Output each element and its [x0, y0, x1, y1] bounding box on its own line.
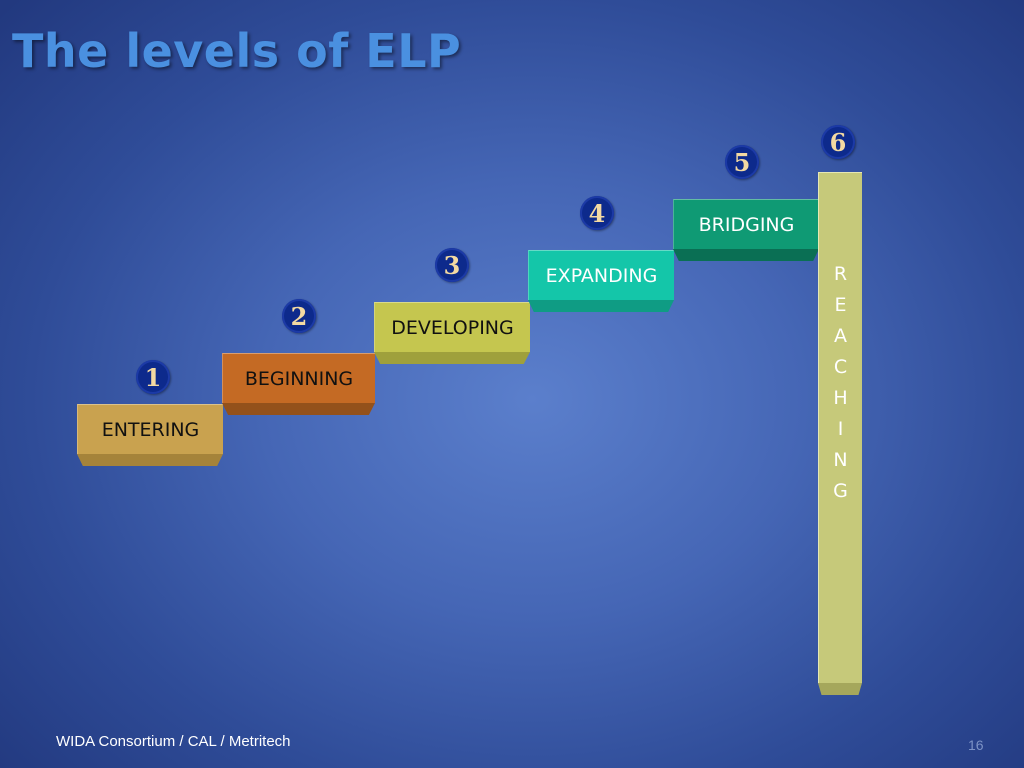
level-4-step-edge: [528, 300, 674, 312]
level-6-pillar-edge: [818, 683, 862, 695]
level-6-badge: 6: [821, 125, 855, 159]
level-2-badge: 2: [282, 299, 316, 333]
level-1-step-edge: [77, 454, 223, 466]
reaching-letter: N: [833, 449, 848, 471]
level-2-label: BEGINNING: [222, 353, 375, 403]
level-3-label: DEVELOPING: [374, 302, 530, 352]
level-4-label: EXPANDING: [528, 250, 674, 300]
level-4-badge: 4: [580, 196, 614, 230]
level-5-step: BRIDGING: [673, 199, 819, 261]
page-title: The levels of ELP: [12, 24, 462, 78]
level-3-step-edge: [374, 352, 530, 364]
level-6-pillar-face: R E A C H I N G: [818, 172, 862, 683]
level-4-step: EXPANDING: [528, 250, 674, 312]
level-1-step: ENTERING: [77, 404, 223, 466]
level-5-badge: 5: [725, 145, 759, 179]
level-2-step-edge: [222, 403, 375, 415]
reaching-letter: R: [833, 263, 848, 285]
level-2-step: BEGINNING: [222, 353, 375, 415]
level-1-label: ENTERING: [77, 404, 223, 454]
slide-number: 16: [968, 737, 984, 753]
reaching-letter: C: [833, 356, 848, 378]
level-5-label: BRIDGING: [673, 199, 819, 249]
level-3-step: DEVELOPING: [374, 302, 530, 364]
reaching-letter: H: [833, 387, 848, 409]
level-1-badge: 1: [136, 360, 170, 394]
reaching-letter: E: [834, 294, 847, 316]
reaching-letter: G: [833, 480, 848, 502]
reaching-letter: I: [837, 418, 844, 440]
level-3-badge: 3: [435, 248, 469, 282]
level-6-vertical-label: R E A C H I N G: [819, 259, 862, 507]
level-6-pillar: R E A C H I N G: [818, 172, 862, 695]
level-5-step-edge: [673, 249, 819, 261]
reaching-letter: A: [834, 325, 847, 347]
footer-credit: WIDA Consortium / CAL / Metritech: [56, 733, 291, 750]
